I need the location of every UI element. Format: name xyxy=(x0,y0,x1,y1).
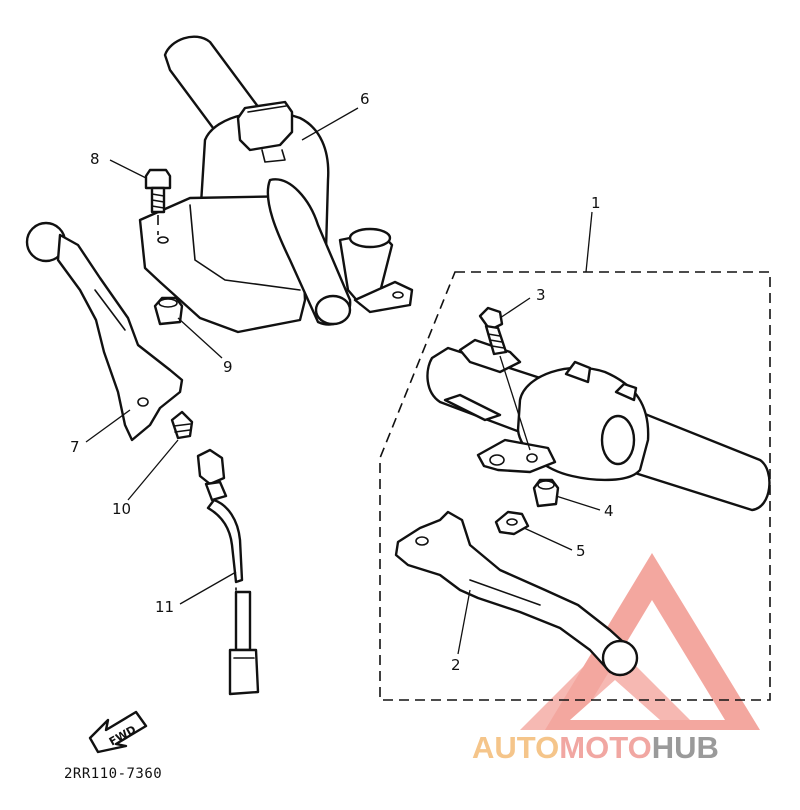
watermark-part3: HUB xyxy=(652,730,719,765)
label-1: 1 xyxy=(591,194,601,212)
label-11: 11 xyxy=(155,598,174,616)
fwd-arrow: FWD xyxy=(88,710,148,754)
label-8: 8 xyxy=(90,150,100,168)
nut-9 xyxy=(153,296,184,326)
svg-text:AUTOMOTOHUB: AUTOMOTOHUB xyxy=(472,730,719,765)
drawing-code: 2RR110-7360 xyxy=(64,766,162,782)
switch-lead-11 xyxy=(196,448,260,696)
throttle-housing-assembly xyxy=(138,35,414,334)
watermark-text: AUTOMOTOHUB xyxy=(472,730,719,765)
lever-7 xyxy=(25,221,184,442)
watermark-part2: MOTO xyxy=(559,730,651,765)
label-7: 7 xyxy=(70,438,80,456)
label-10: 10 xyxy=(112,500,131,518)
watermark-part1: AUTO xyxy=(472,730,559,765)
clutch-holder-assembly xyxy=(426,338,771,512)
label-3: 3 xyxy=(536,286,546,304)
bolt-8 xyxy=(144,168,172,235)
leader-lines xyxy=(85,107,601,655)
label-6: 6 xyxy=(360,90,370,108)
washer-5 xyxy=(494,510,530,536)
label-5: 5 xyxy=(576,542,586,560)
assembly-outline-1 xyxy=(379,271,771,701)
label-4: 4 xyxy=(604,502,614,520)
lever-2 xyxy=(394,510,639,677)
label-2: 2 xyxy=(451,656,461,674)
pin-10 xyxy=(170,410,194,440)
nut-4 xyxy=(532,478,560,508)
label-9: 9 xyxy=(223,358,233,376)
watermark-logo-triangle xyxy=(520,553,760,730)
